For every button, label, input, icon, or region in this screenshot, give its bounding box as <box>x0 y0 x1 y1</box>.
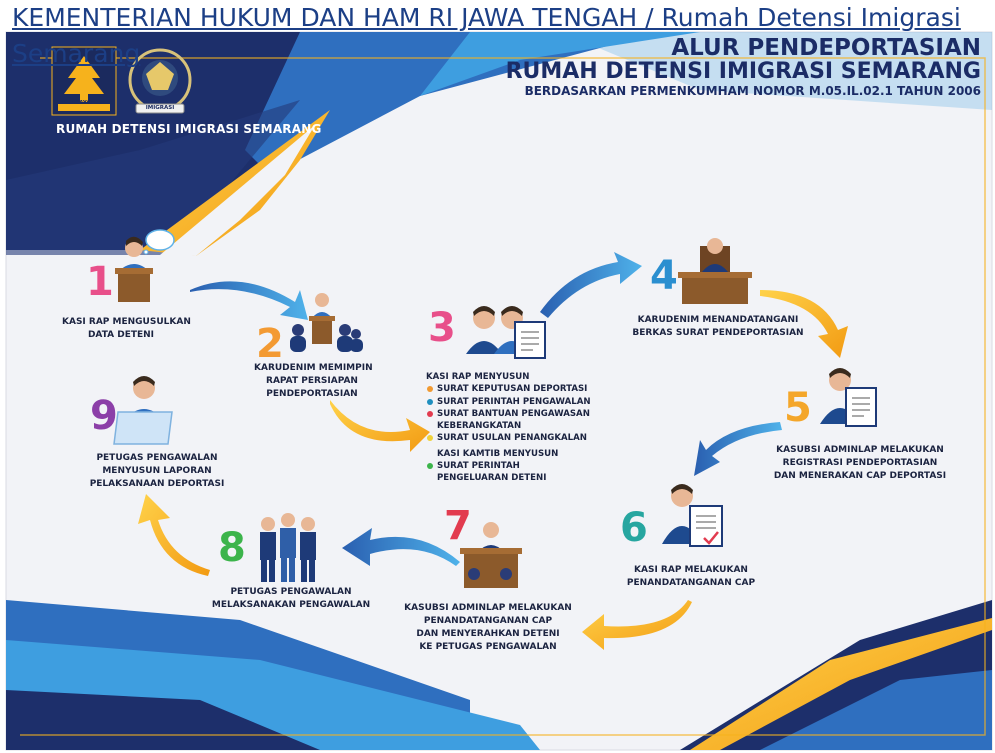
step-9-line: PELAKSANAAN DEPORTASI <box>89 479 225 489</box>
step-2-line: KARUDENIM MEMIMPIN <box>254 363 373 373</box>
arrow-icon <box>342 528 460 566</box>
desk-icon <box>460 522 522 588</box>
step-7-line: KASUBSI ADMINLAP MELAKUKAN <box>404 603 572 613</box>
step-3-item: SURAT BANTUAN PENGAWASAN <box>426 408 591 420</box>
step-5-line: DAN MENERAKAN CAP DEPORTASI <box>773 471 947 481</box>
step-number-1: 1 <box>86 259 114 305</box>
step-number-6: 6 <box>620 505 648 551</box>
pengayoman-logo <box>51 46 117 116</box>
arrow-icon <box>760 290 848 358</box>
speech-bubble-icon <box>143 229 175 255</box>
checkmark-icon <box>703 531 719 545</box>
pengayoman-logo-text: PENGAYOMAN <box>62 100 106 106</box>
person-icon <box>260 513 316 582</box>
step-4-caption: KARUDENIM MENANDATANGANI BERKAS SURAT PE… <box>630 314 806 340</box>
step-number-9: 9 <box>90 393 118 439</box>
step-3-item-text: SURAT PERINTAH <box>437 461 520 472</box>
gold-ribbon-top <box>140 110 330 256</box>
step-9-line: MENYUSUN LAPORAN <box>102 466 212 476</box>
step-8-line: MELAKSANAKAN PENGAWALAN <box>211 600 371 610</box>
arrow-icon <box>190 281 308 320</box>
step-6-line: PENANDATANGANAN CAP <box>626 578 756 588</box>
document-icon <box>514 321 546 359</box>
step-4-line: KARUDENIM MENANDATANGANI <box>637 315 799 325</box>
arrow-icon <box>330 400 430 452</box>
step-3-item: PENGELUARAN DETENI <box>426 472 591 484</box>
step-3-item-text: SURAT BANTUAN PENGAWASAN <box>437 408 590 419</box>
step-number-5: 5 <box>784 385 812 431</box>
document-icon <box>845 387 877 427</box>
step-number-8: 8 <box>218 525 246 571</box>
step-3-item-text: KEBERANGKATAN <box>437 421 522 432</box>
step-4-line: BERKAS SURAT PENDEPORTASIAN <box>632 328 804 338</box>
podium-icon <box>290 293 363 352</box>
step-3-list: KASI RAP MENYUSUN SURAT KEPUTUSAN DEPORT… <box>426 371 591 485</box>
step-3-item: KEBERANGKATAN <box>426 420 591 432</box>
step-7-caption: KASUBSI ADMINLAP MELAKUKAN PENANDATANGAN… <box>404 602 572 654</box>
page-link-line1[interactable]: KEMENTERIAN HUKUM DAN HAM RI JAWA TENGAH… <box>12 3 961 32</box>
step-3-item: SURAT PERINTAH <box>426 460 591 472</box>
step-8-line: PETUGAS PENGAWALAN <box>230 587 352 597</box>
document-icon <box>113 411 173 445</box>
imigrasi-logo <box>128 48 192 114</box>
imigrasi-logo-text: IMIGRASI <box>145 105 175 111</box>
title-line1: ALUR PENDEPORTASIAN <box>671 35 981 61</box>
step-7-line: PENANDATANGANAN CAP <box>423 616 553 626</box>
step-3-intro2: KASI KAMTIB MENYUSUN <box>437 448 559 459</box>
step-3-item: SURAT USULAN PENANGKALAN <box>426 432 591 444</box>
step-3-item: SURAT KEPUTUSAN DEPORTASI <box>426 383 591 395</box>
infographic-title: ALUR PENDEPORTASIAN RUMAH DETENSI IMIGRA… <box>506 36 981 99</box>
person-icon <box>115 236 153 302</box>
org-name: RUMAH DETENSI IMIGRASI SEMARANG <box>56 122 322 136</box>
step-3-item-text: SURAT PERINTAH PENGAWALAN <box>437 396 591 407</box>
step-2-line: RAPAT PERSIAPAN <box>266 376 358 386</box>
step-3-item-text: SURAT KEPUTUSAN DEPORTASI <box>437 384 588 395</box>
title-line3: BERDASARKAN PERMENKUMHAM NOMOR M.05.IL.0… <box>524 84 981 98</box>
step-number-4: 4 <box>650 253 678 299</box>
step-2-caption: KARUDENIM MEMIMPIN RAPAT PERSIAPAN PENDE… <box>254 362 373 401</box>
title-line2: RUMAH DETENSI IMIGRASI SEMARANG <box>505 59 981 84</box>
step-9-line: PETUGAS PENGAWALAN <box>96 453 218 463</box>
step-number-7: 7 <box>444 503 472 549</box>
step-3-item-text: PENGELUARAN DETENI <box>437 473 547 484</box>
arrow-icon <box>138 494 210 576</box>
step-number-3: 3 <box>428 305 456 351</box>
page-link-line2[interactable]: Semarang <box>12 39 141 68</box>
step-5-caption: KASUBSI ADMINLAP MELAKUKAN REGISTRASI PE… <box>770 444 950 483</box>
step-3-intro: KASI RAP MENYUSUN <box>426 372 530 382</box>
step-6-caption: KASI RAP MELAKUKAN PENANDATANGANAN CAP <box>616 564 766 590</box>
step-3-item: SURAT PERINTAH PENGAWALAN <box>426 396 591 408</box>
page-link[interactable]: KEMENTERIAN HUKUM DAN HAM RI JAWA TENGAH… <box>12 0 995 100</box>
step-6-line: KASI RAP MELAKUKAN <box>634 565 748 575</box>
step-1-line: DATA DETENI <box>87 330 155 340</box>
step-9-caption: PETUGAS PENGAWALAN MENYUSUN LAPORAN PELA… <box>82 452 232 491</box>
step-8-caption: PETUGAS PENGAWALAN MELAKSANAKAN PENGAWAL… <box>208 586 374 612</box>
arrow-icon <box>540 252 642 318</box>
desk-icon <box>678 238 752 304</box>
step-1-caption: KASI RAP MENGUSULKAN DATA DETENI <box>62 316 191 342</box>
step-5-line: KASUBSI ADMINLAP MELAKUKAN <box>776 445 944 455</box>
step-7-line: KE PETUGAS PENGAWALAN <box>419 642 557 652</box>
step-1-line: KASI RAP MENGUSULKAN <box>62 317 191 327</box>
arrow-icon <box>582 600 692 650</box>
step-5-line: REGISTRASI PENDEPORTASIAN <box>782 458 938 468</box>
step-7-line: DAN MENYERAHKAN DETENI <box>416 629 560 639</box>
step-3-item-text: SURAT USULAN PENANGKALAN <box>437 433 587 444</box>
step-number-2: 2 <box>256 321 284 367</box>
arrow-icon <box>694 422 782 476</box>
step-2-line: PENDEPORTASIAN <box>266 389 358 399</box>
